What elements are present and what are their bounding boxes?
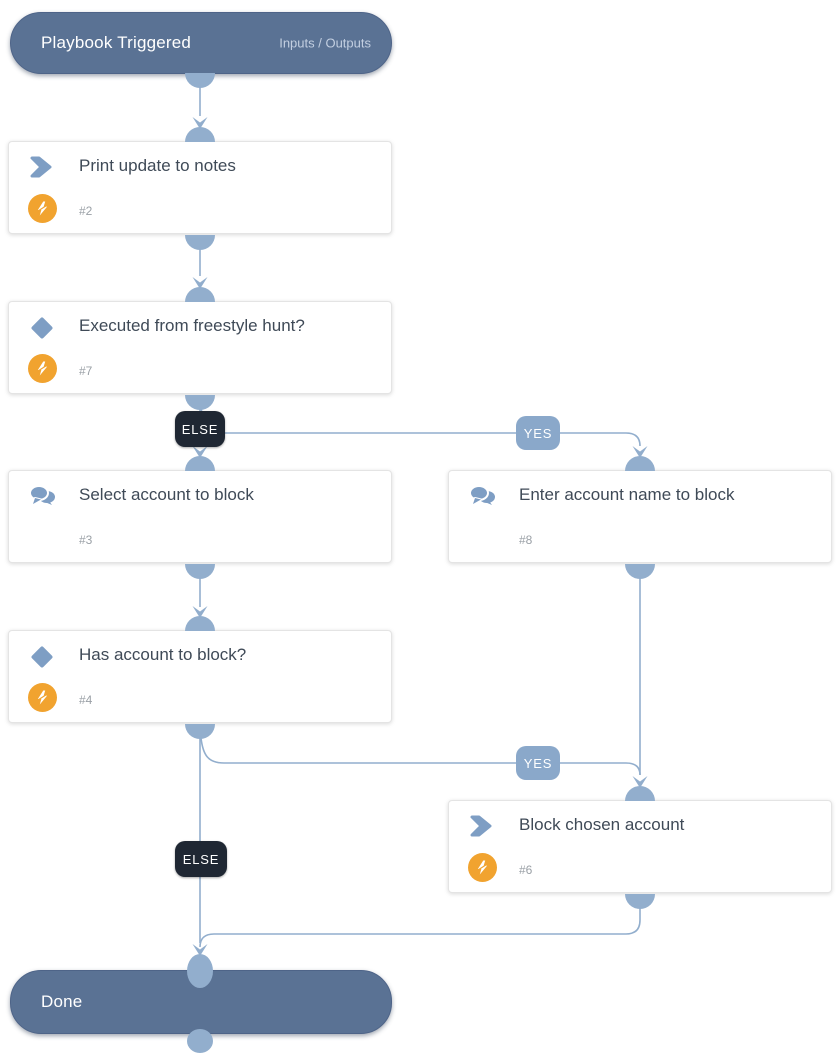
branch-label-yes-1: YES [516,416,560,450]
condition-diamond-icon [29,644,55,670]
branch-label-else-2: ELSE [175,841,227,877]
edge-c4-yes-branch [200,737,641,776]
arrow-into-t8 [632,446,648,458]
task-number: #7 [79,364,93,378]
task-node-enter-account-name[interactable]: Enter account name to block #8 [448,470,832,563]
condition-diamond-icon [29,315,55,341]
task-title: Enter account name to block [519,485,735,504]
manual-chat-icon [469,484,495,510]
task-number: #3 [79,533,93,547]
task-title: Has account to block? [79,645,247,664]
port-out-start [185,73,215,88]
port-in-t8 [625,456,655,471]
port-out-t8 [625,564,655,579]
done-title: Done [41,992,83,1011]
port-in-t2 [185,127,215,142]
chevron-action-icon [29,155,55,181]
task-number: #8 [519,533,533,547]
arrow-into-t3 [192,446,208,458]
done-node[interactable]: Done [10,970,392,1034]
playbook-trigger-node[interactable]: Playbook Triggered Inputs / Outputs [10,12,392,74]
automation-bolt-icon [28,683,57,712]
port-in-t3 [185,456,215,471]
port-in-c4 [185,616,215,631]
port-out-t3 [185,564,215,579]
branch-label-yes-2: YES [516,746,560,780]
task-title: Select account to block [79,485,254,504]
task-number: #6 [519,863,533,877]
port-in-t6 [625,786,655,801]
arrow-into-t6 [632,776,648,788]
task-node-block-account[interactable]: Block chosen account #6 [448,800,832,893]
arrow-into-t2 [192,117,208,129]
port-in-c7 [185,287,215,302]
task-node-print-update[interactable]: Print update to notes #2 [8,141,392,234]
task-number: #4 [79,693,93,707]
port-out-c7 [185,395,215,410]
task-node-select-account[interactable]: Select account to block #3 [8,470,392,563]
task-title: Block chosen account [519,815,685,834]
task-title: Executed from freestyle hunt? [79,316,305,335]
manual-chat-icon [29,484,55,510]
automation-bolt-icon [468,853,497,882]
port-out-t6 [625,894,655,909]
port-out-t2 [185,235,215,250]
task-title: Print update to notes [79,156,236,175]
inputs-outputs-link[interactable]: Inputs / Outputs [279,35,371,51]
branch-label-else-1: ELSE [175,411,225,447]
port-out-c4 [185,724,215,739]
automation-bolt-icon [28,354,57,383]
condition-node-has-account[interactable]: Has account to block? #4 [8,630,392,723]
arrow-into-c7 [192,277,208,289]
playbook-trigger-title: Playbook Triggered [41,33,192,52]
arrow-into-done [192,944,208,956]
arrow-into-c4 [192,606,208,618]
edge-t6-to-done [199,907,641,948]
edge-c7-yes-branch [200,406,641,447]
chevron-action-icon [469,814,495,840]
task-number: #2 [79,204,93,218]
condition-node-freestyle-hunt[interactable]: Executed from freestyle hunt? #7 [8,301,392,394]
automation-bolt-icon [28,194,57,223]
